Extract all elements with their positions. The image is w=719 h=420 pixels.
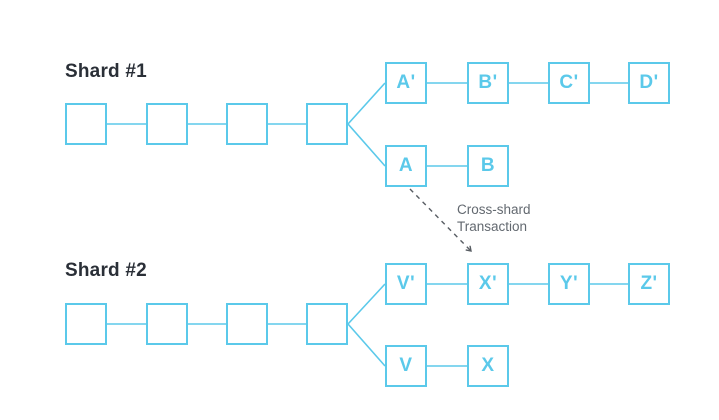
block-c-prime: C' <box>548 62 590 104</box>
block-b-prime: B' <box>467 62 509 104</box>
shard1-fork-lines <box>347 82 386 167</box>
block-x: X <box>467 345 509 387</box>
shard1-chain-block-4 <box>306 103 348 145</box>
block-y-prime: Y' <box>548 263 590 305</box>
shard2-chain-block-3 <box>226 303 268 345</box>
shard2-chain-block-2 <box>146 303 188 345</box>
shard1-chain-block-2 <box>146 103 188 145</box>
block-b: B <box>467 145 509 187</box>
shard2-chain-block-1 <box>65 303 107 345</box>
cross-shard-label-line2: Transaction <box>457 218 528 234</box>
block-a-prime: A' <box>385 62 427 104</box>
shard1-title: Shard #1 <box>65 61 147 82</box>
cross-shard-arrow <box>409 188 471 251</box>
shard1-chain-block-3 <box>226 103 268 145</box>
cross-shard-label-line1: Cross-shard <box>457 202 531 217</box>
block-d-prime: D' <box>628 62 670 104</box>
block-x-prime: X' <box>467 263 509 305</box>
block-v-prime: V' <box>385 263 427 305</box>
shard2-fork-lines <box>347 283 386 367</box>
shard2-title: Shard #2 <box>65 260 147 281</box>
block-v: V <box>385 345 427 387</box>
shard2-chain-block-4 <box>306 303 348 345</box>
cross-shard-label: Cross-shard Transaction <box>457 202 531 235</box>
block-z-prime: Z' <box>628 263 670 305</box>
shard1-chain-block-1 <box>65 103 107 145</box>
block-a: A <box>385 145 427 187</box>
